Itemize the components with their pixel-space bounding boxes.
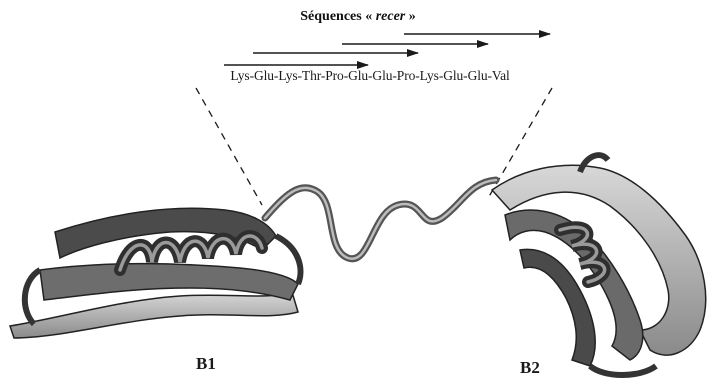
b1-sheet-middle (40, 264, 298, 300)
dashed-guide-left (196, 88, 262, 205)
linker-sequence: Lys-Glu-Lys-Thr-Pro-Glu-Glu-Pro-Lys-Glu-… (180, 68, 560, 84)
b1-loop-left (25, 270, 40, 324)
domain-b2-structure (492, 155, 706, 375)
domain-label-b2: B2 (520, 358, 540, 378)
domain-b1-structure (10, 208, 300, 338)
recer-arrows (224, 34, 550, 65)
domain-label-b1: B1 (196, 354, 216, 374)
b2-bottom-loop (590, 366, 656, 375)
